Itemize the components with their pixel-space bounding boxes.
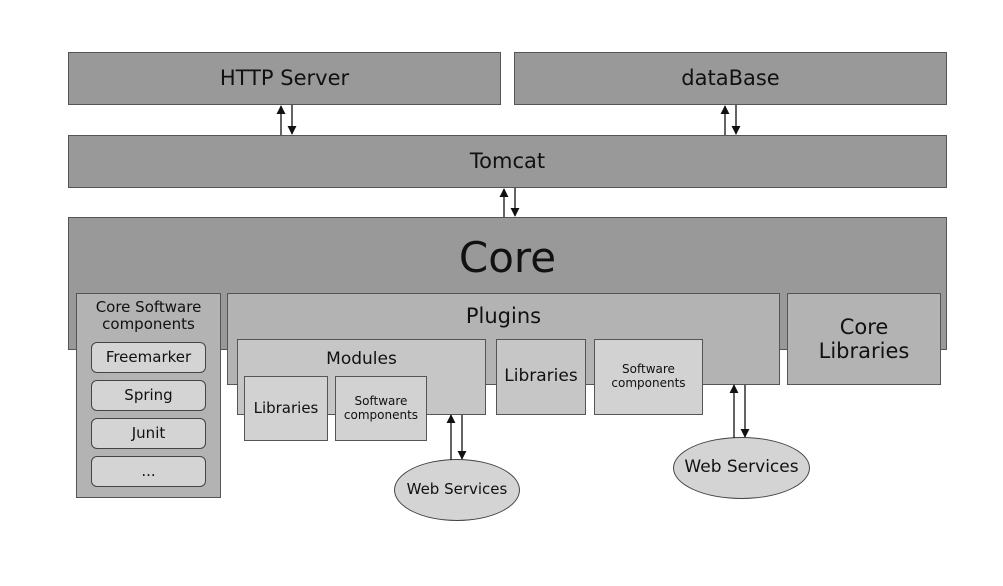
plugins-libraries-box: Libraries: [496, 339, 586, 415]
core-libraries-label: Core Libraries: [818, 314, 910, 363]
database-label: dataBase: [681, 66, 780, 91]
core-software-components-title: Core Software components: [95, 298, 202, 334]
modules-label: Modules: [326, 349, 397, 369]
tomcat-box: Tomcat: [68, 135, 947, 188]
tomcat-label: Tomcat: [469, 149, 546, 174]
plugins-software-components-label: Software components: [611, 362, 686, 390]
plugins-libraries-label: Libraries: [504, 366, 578, 387]
web-services-modules-ellipse: Web Services: [394, 459, 520, 521]
web-services-plugins-label: Web Services: [684, 457, 799, 478]
plugins-software-components-box: Software components: [594, 339, 703, 415]
junit-label: Junit: [131, 423, 166, 442]
modules-software-components-box: Software components: [335, 376, 427, 441]
modules-libraries-box: Libraries: [244, 376, 328, 441]
http-server-label: HTTP Server: [219, 66, 350, 91]
modules-software-components-label: Software components: [343, 393, 419, 422]
http-server-box: HTTP Server: [68, 52, 501, 105]
spring-item: Spring: [91, 380, 206, 411]
spring-label: Spring: [124, 385, 173, 404]
more-item: ...: [91, 456, 206, 487]
core-label: Core: [458, 233, 557, 282]
core-libraries-box: Core Libraries: [787, 293, 941, 385]
web-services-plugins-ellipse: Web Services: [673, 437, 810, 499]
freemarker-item: Freemarker: [91, 342, 206, 373]
modules-libraries-label: Libraries: [253, 398, 319, 417]
database-box: dataBase: [514, 52, 947, 105]
freemarker-label: Freemarker: [105, 347, 192, 366]
junit-item: Junit: [91, 418, 206, 449]
plugins-label: Plugins: [465, 304, 542, 328]
web-services-modules-label: Web Services: [406, 480, 508, 499]
more-label: ...: [141, 461, 156, 480]
